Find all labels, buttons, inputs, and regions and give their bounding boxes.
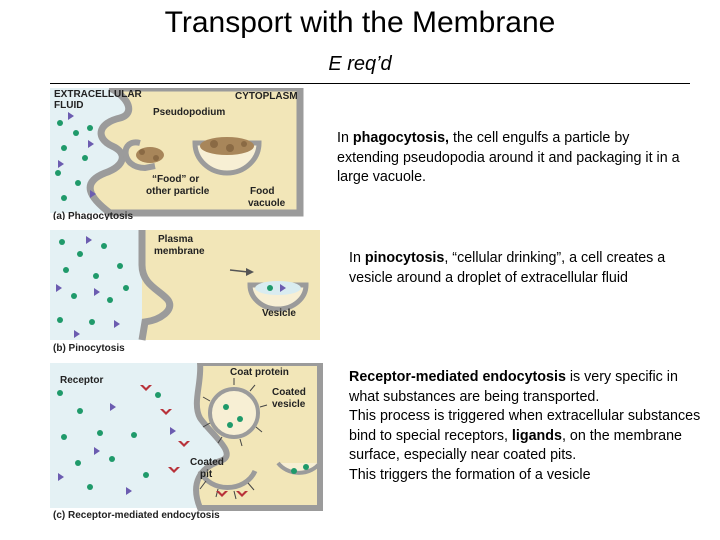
label-plasma: Plasma [158,234,193,245]
fluid-particles [56,236,129,338]
label-other-particle: other particle [146,186,210,197]
pinocytosis-figure: Plasma membrane Vesicle (b) Pinocytosis [50,230,330,354]
label-vesicle: Vesicle [262,308,296,319]
title-rule [50,83,690,84]
caption-phagocytosis: (a) Phagocytosis [53,211,133,220]
text-fragment: In [349,250,365,266]
label-coated-vesicle-2: vesicle [272,399,306,410]
text-fragment: , on the membrane surface, especially ne… [349,427,682,464]
text-fragment: is very specific in what substances are … [349,369,678,405]
label-extracellular: EXTRACELLULAR [54,89,143,100]
term-ligands: ligands [511,427,562,444]
text-vesicle-formation: This triggers the formation of a vesicle [349,466,591,483]
slide-title: Transport with the Membrane [164,6,556,39]
receptor-endocytosis-description: Receptor-mediated endocytosis is very sp… [349,368,709,485]
label-fluid: FLUID [54,100,83,111]
caption-receptor-endocytosis: (c) Receptor-mediated endocytosis [53,510,220,521]
text-fragment: This process is triggered when extracell… [349,408,701,444]
ligand-particles [57,390,176,495]
receptors [140,385,248,497]
slide-subtitle: E req’d [328,53,392,75]
label-cytoplasm: CYTOPLASM [235,91,298,102]
text-fragment: In [337,130,353,146]
pinocytosis-diagram: Plasma membrane Vesicle (b) Pinocytosis [50,230,330,354]
phagocytosis-figure: EXTRACELLULAR FLUID CYTOPLASM Pseudopodi… [50,88,330,220]
term-pinocytosis: pinocytosis [364,250,445,266]
label-coated-pit-1: Coated [190,457,224,468]
caption-pinocytosis: (b) Pinocytosis [53,343,125,354]
label-coat-protein: Coat protein [230,367,289,378]
receptor-endocytosis-figure: Receptor Coat protein Coated vesicle Coa… [50,363,330,523]
label-pseudopodium: Pseudopodium [153,107,225,118]
label-food-or: “Food” or [152,174,199,185]
phagocytosis-diagram: EXTRACELLULAR FLUID CYTOPLASM Pseudopodi… [50,88,330,220]
pinocytosis-description: In pinocytosis, “cellular drinking”, a c… [349,249,679,288]
term-phagocytosis: phagocytosis, [352,130,450,146]
label-food: Food [250,186,274,197]
text-fragment: the cell engulfs a particle by extending… [337,130,680,185]
term-receptor-endocytosis: Receptor-mediated endocytosis [349,369,566,385]
label-membrane: membrane [154,246,205,257]
label-coated-pit-2: pit [200,469,213,480]
text-fragment: , “cellular drinking”, a cell creates a … [349,250,666,286]
label-vacuole: vacuole [248,198,286,209]
label-receptor: Receptor [60,375,103,386]
phagocytosis-description: In phagocytosis, the cell engulfs a part… [337,129,687,188]
label-coated-vesicle-1: Coated [272,387,306,398]
fluid-particles [55,112,96,201]
receptor-endocytosis-diagram: Receptor Coat protein Coated vesicle Coa… [50,363,330,523]
